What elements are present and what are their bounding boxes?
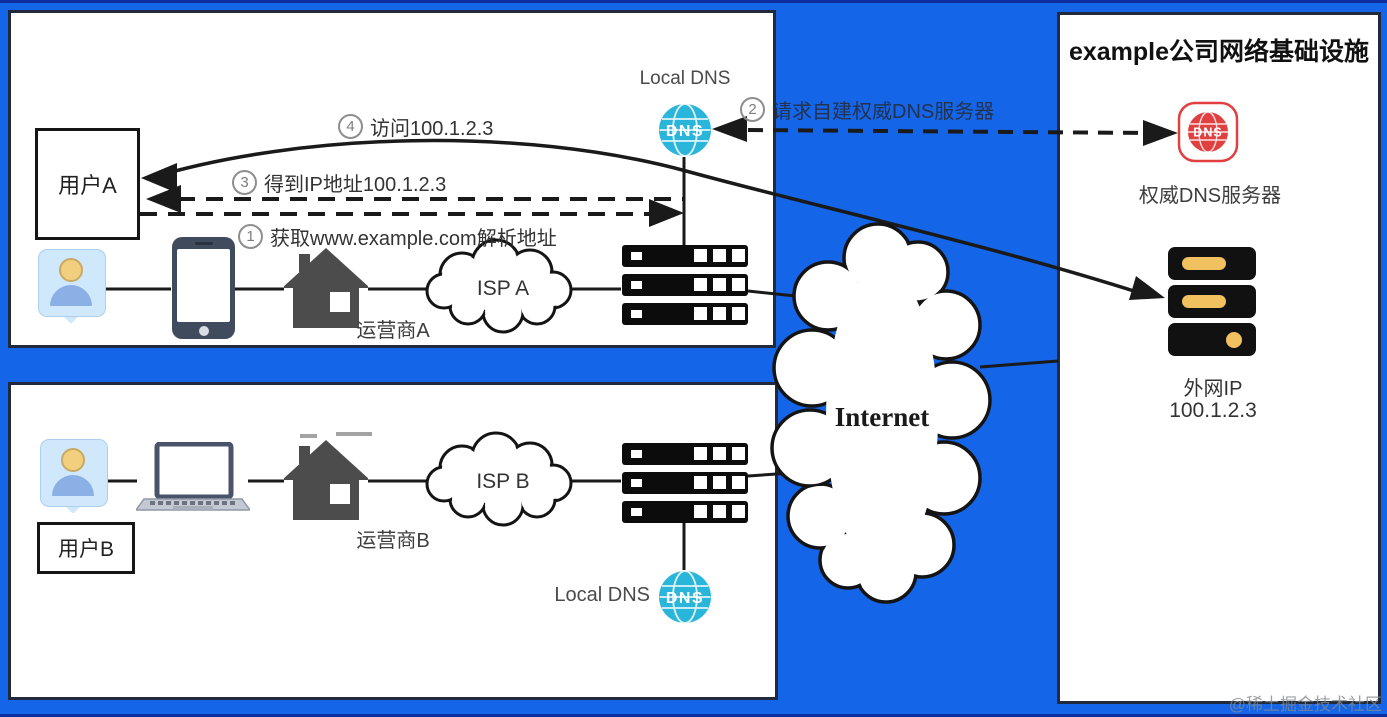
step4-text: 访问100.1.2.3 [370,118,494,140]
isp-b-label: ISP B [476,470,530,493]
phone-home-button [198,326,209,336]
dns-text: DNS [666,590,704,607]
user-a-box: 用户A [35,128,140,240]
avatar-body [50,285,92,306]
internet-label: Internet [834,402,930,432]
carrier-a-label: 运营商A [356,320,430,342]
dns-text: DNS [666,123,704,140]
step4-label: 4 访问100.1.2.3 [338,112,493,141]
watermark: @稀土掘金技术社区 [1228,695,1382,714]
phone-speaker [194,242,213,245]
public-ip-label: 外网IP [1183,378,1243,400]
auth-dns-label: 权威DNS服务器 [1138,185,1282,207]
company-title: example公司网络基础设施 [1068,38,1370,66]
smartphone-icon [172,237,235,339]
phone-screen [177,249,230,322]
step3-text: 得到IP地址100.1.2.3 [264,174,447,196]
public-ip-server-icon [1168,247,1256,361]
local-dns-label-a: Local DNS [639,68,731,89]
top-edge-strip [0,0,1387,3]
server-stack-icon-a [622,245,748,332]
server-stack-icon-b [622,443,748,530]
step4-number: 4 [338,114,363,139]
panel-user-b [8,382,778,700]
line-internet-company [979,359,1059,369]
dns-globe-cyan-icon-a: DNS [659,103,711,157]
dns-globe-red-icon: DNS [1177,101,1239,163]
laptop-icon [136,442,250,511]
local-dns-label-b: Local DNS [554,584,650,606]
bottom-edge-strip [0,714,1387,717]
public-ip-value: 100.1.2.3 [1169,399,1257,422]
step3-label: 3 得到IP地址100.1.2.3 [232,168,446,197]
step2-number: 2 [740,97,765,122]
person-card-icon-b [40,439,108,519]
avatar-head [59,258,83,282]
user-a-label: 用户A [58,173,117,198]
dns-globe-cyan-icon-b: DNS [659,570,711,624]
user-b-box: 用户B [37,522,135,574]
step1-label: 1 获取www.example.com解析地址 [238,222,557,251]
step2-label: 2 请求自建权威DNS服务器 [740,95,994,124]
isp-a-label: ISP A [476,277,530,300]
step1-number: 1 [238,224,263,249]
house-icon-b [284,440,368,520]
step1-text: 获取www.example.com解析地址 [270,228,557,250]
dns-text: DNS [1193,126,1222,140]
carrier-b-label: 运营商B [356,530,430,552]
step3-number: 3 [232,170,257,195]
step2-text: 请求自建权威DNS服务器 [772,101,995,123]
user-b-label: 用户B [57,538,114,561]
person-card-icon [38,249,106,329]
